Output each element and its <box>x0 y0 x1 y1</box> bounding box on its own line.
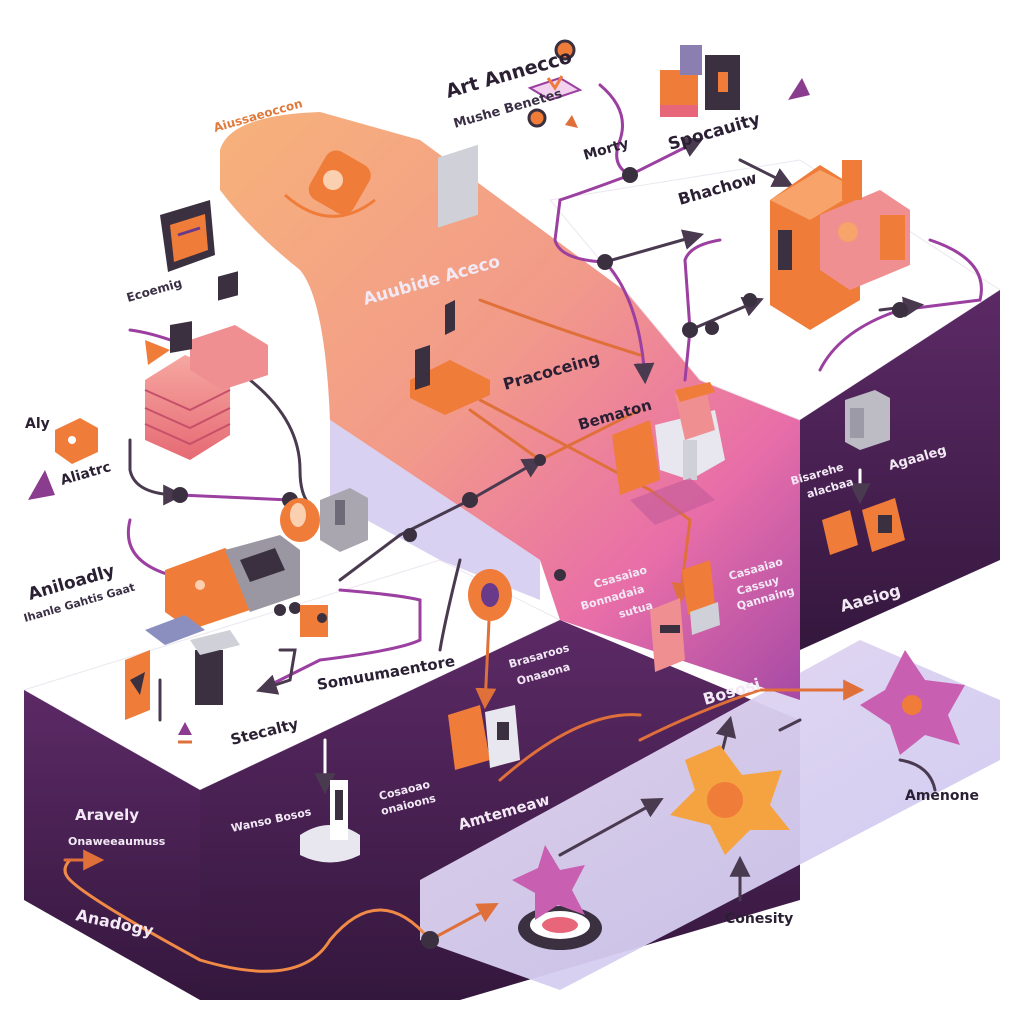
label-left-box: Ecoemig <box>125 276 184 305</box>
small-orange-widget <box>300 605 328 637</box>
gradient-band <box>220 112 800 700</box>
top-products-icon <box>660 45 740 117</box>
server-stack-icon <box>144 271 268 460</box>
right-box-pair-icon <box>822 498 905 555</box>
purple-triangle-top-right <box>788 78 810 100</box>
gray-cabinet-icon <box>845 390 890 450</box>
small-box-icon <box>55 418 98 464</box>
label-bottom-left-title: Aravely <box>75 806 139 824</box>
label-left-mini: Aly <box>25 416 50 432</box>
label-bottom-left-sub: Onaweeaumuss <box>68 835 166 848</box>
equipment-icon <box>125 615 240 720</box>
industrial-machine-icon <box>770 160 910 330</box>
label-bottom-right: Amenone <box>905 788 979 804</box>
right-slab-side <box>800 290 1000 650</box>
lower-slab-side <box>24 690 200 1000</box>
pink-star-icon-right <box>860 650 965 755</box>
orange-badge-icon <box>284 150 376 218</box>
pedestal-icon <box>300 780 360 863</box>
connector-lines <box>63 83 983 973</box>
label-top-money: Morty <box>582 136 631 164</box>
machine-icon <box>612 382 725 495</box>
orange-star-icon <box>670 745 790 855</box>
orange-arrow-icon <box>145 340 170 365</box>
toolbox-icon <box>410 144 490 415</box>
orange-cylinder-icon <box>280 498 320 542</box>
orange-ring-icon <box>468 569 512 621</box>
orange-device-icon <box>165 535 300 630</box>
purple-arrow-icon <box>28 470 55 500</box>
lavender-strip <box>330 420 540 600</box>
pink-star-icon-left <box>512 845 602 950</box>
center-right-low-icons <box>650 560 720 672</box>
decorative-triangles <box>178 115 578 744</box>
label-bottom-center: Conesity <box>725 911 793 927</box>
gray-box-icon <box>320 488 368 552</box>
top-small-icons <box>527 39 583 128</box>
connector-nodes <box>172 167 908 949</box>
center-low-box-icon <box>448 705 520 770</box>
pink-pad <box>630 478 715 525</box>
monitor-icon <box>160 200 215 272</box>
label-left-arrow: Aliatrc <box>59 459 113 489</box>
